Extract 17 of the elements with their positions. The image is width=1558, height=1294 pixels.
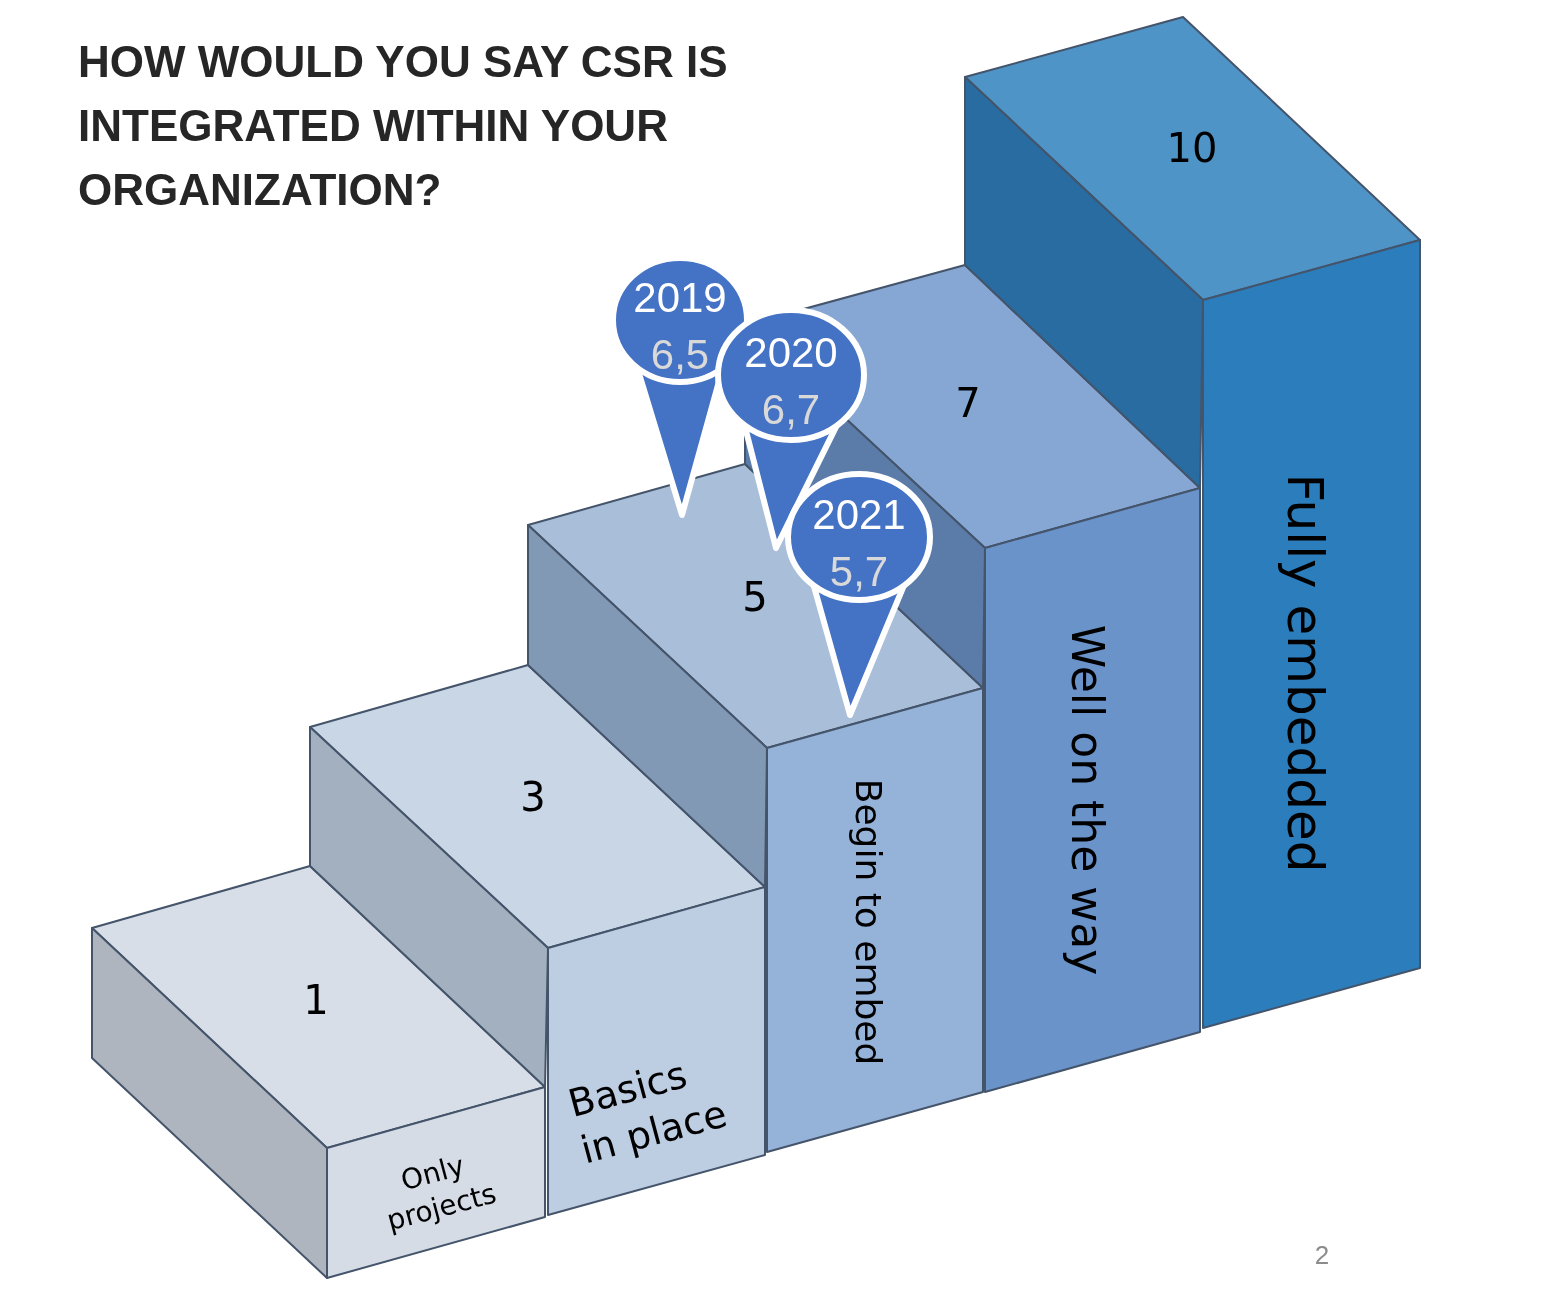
step-number: 7 xyxy=(955,383,981,423)
page-number: 2 xyxy=(1314,1242,1330,1268)
step-label: Well on the way xyxy=(1065,624,1109,976)
step-label: Begin to embed xyxy=(850,778,886,1066)
pin-score: 6,7 xyxy=(761,389,821,431)
step-number: 1 xyxy=(303,980,329,1020)
pin-year: 2021 xyxy=(812,494,906,536)
pin-year: 2020 xyxy=(744,332,838,374)
pin-score: 6,5 xyxy=(650,334,710,376)
step-label: Fully embedded xyxy=(1280,473,1330,873)
step-label: Basics in place xyxy=(563,1051,733,1174)
step-number: 3 xyxy=(520,777,546,817)
step-number: 10 xyxy=(1166,128,1218,168)
pin-year: 2019 xyxy=(633,277,727,319)
title: HOW WOULD YOU SAY CSR IS INTEGRATED WITHIN YOUR ORGANIZATION? xyxy=(78,36,729,216)
pin-score: 5,7 xyxy=(829,551,889,593)
step-number: 5 xyxy=(742,577,768,617)
